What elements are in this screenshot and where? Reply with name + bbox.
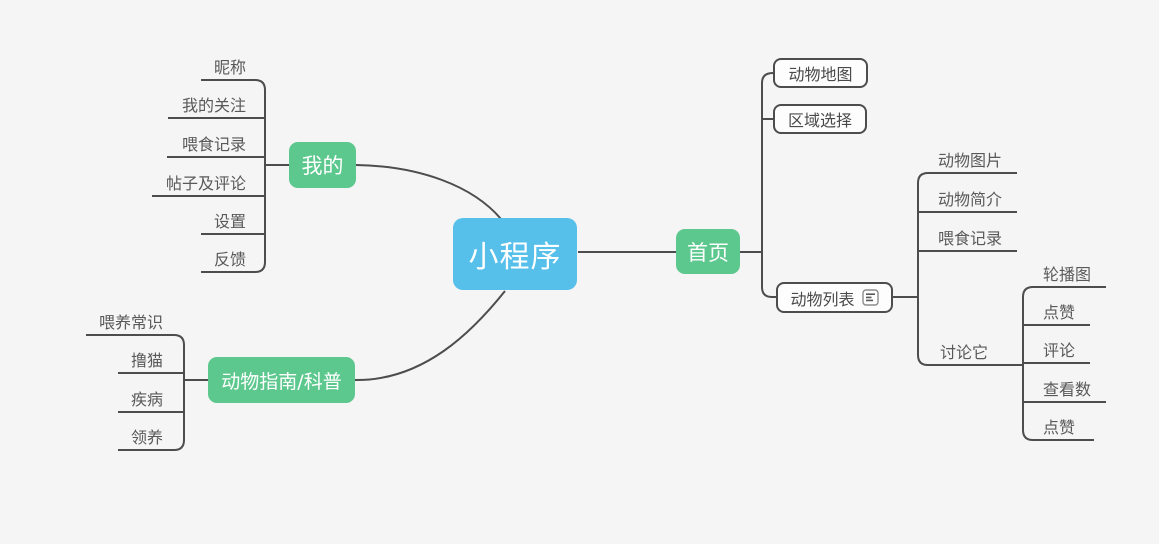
node-region-select[interactable]: 区域选择	[773, 104, 867, 134]
leaf-animal-image[interactable]: 动物图片	[938, 151, 1003, 170]
node-home-label: 首页	[687, 240, 729, 265]
leaf-my-follows[interactable]: 我的关注	[181, 96, 246, 115]
node-animal-map-label: 动物地图	[788, 65, 853, 84]
leaf-posts-comments[interactable]: 帖子及评论	[165, 174, 246, 193]
leaf-comments[interactable]: 评论	[1043, 341, 1076, 360]
node-region-select-label: 区域选择	[787, 111, 852, 130]
leaf-disease[interactable]: 疾病	[130, 390, 163, 409]
leaf-feeding-tips[interactable]: 喂养常识	[98, 313, 163, 332]
leaf-animal-intro[interactable]: 动物简介	[938, 190, 1003, 209]
leaf-adoption[interactable]: 领养	[130, 428, 163, 447]
wire-guide-curve	[354, 290, 506, 382]
node-guide-label: 动物指南/科普	[221, 370, 342, 393]
node-mine[interactable]: 我的	[289, 142, 356, 188]
wire-mine-curve	[355, 164, 502, 220]
leaf-carousel[interactable]: 轮播图	[1043, 265, 1092, 284]
node-animal-map[interactable]: 动物地图	[773, 58, 868, 88]
node-root[interactable]: 小程序	[453, 218, 577, 290]
node-animal-list-label: 动物列表	[790, 289, 855, 309]
leaf-feeding-record-2[interactable]: 喂食记录	[938, 229, 1003, 248]
leaf-nickname[interactable]: 昵称	[213, 58, 246, 77]
node-mine-label: 我的	[301, 154, 344, 178]
note-icon	[861, 289, 879, 306]
node-guide[interactable]: 动物指南/科普	[208, 357, 355, 403]
leaf-feeding-record[interactable]: 喂食记录	[181, 135, 246, 154]
node-root-label: 小程序	[468, 240, 562, 275]
leaf-settings[interactable]: 设置	[213, 212, 246, 231]
leaf-discuss[interactable]: 讨论它	[940, 343, 989, 362]
leaf-view-count[interactable]: 查看数	[1043, 380, 1092, 399]
leaf-likes-2[interactable]: 点赞	[1043, 418, 1076, 437]
leaf-feedback[interactable]: 反馈	[213, 250, 246, 269]
node-animal-list[interactable]: 动物列表	[776, 282, 893, 313]
leaf-cat-petting[interactable]: 撸猫	[130, 351, 163, 370]
leaf-likes-1[interactable]: 点赞	[1043, 303, 1076, 322]
node-home[interactable]: 首页	[676, 229, 740, 274]
